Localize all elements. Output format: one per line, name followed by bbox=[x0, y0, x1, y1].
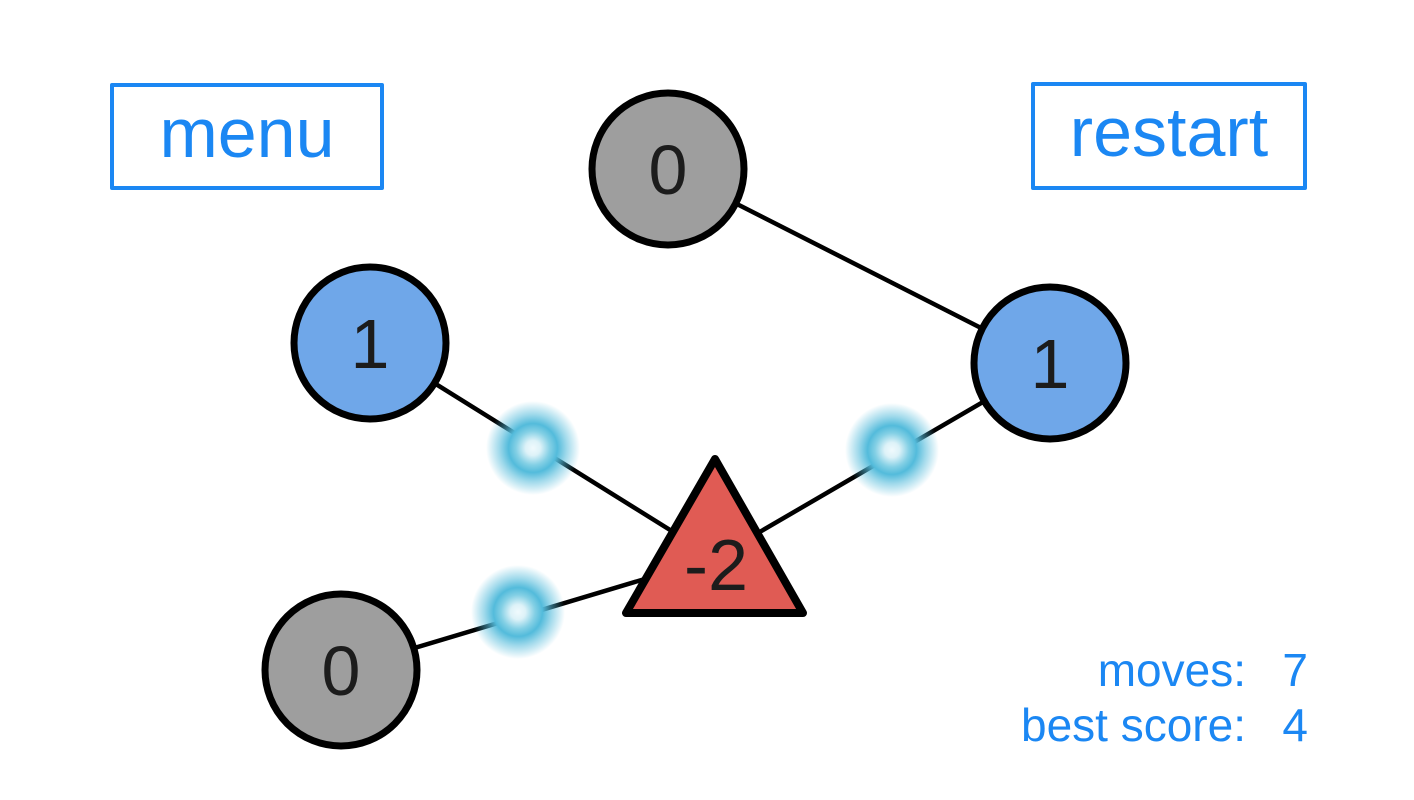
node-right[interactable]: 1 bbox=[970, 283, 1130, 443]
node-left-value: 1 bbox=[351, 305, 390, 383]
node-bottom-left-shape[interactable] bbox=[261, 590, 421, 750]
best-score-label: best score: bbox=[1021, 699, 1246, 751]
edge-glow-dot-right[interactable] bbox=[845, 403, 939, 497]
moves-value: 7 bbox=[1282, 644, 1308, 696]
node-top-value: 0 bbox=[649, 131, 688, 209]
node-left-shape[interactable] bbox=[290, 263, 450, 423]
node-bottom-left[interactable]: 0 bbox=[261, 590, 421, 750]
glow-layer bbox=[471, 401, 939, 659]
node-center-value: -2 bbox=[684, 526, 748, 606]
node-top-shape[interactable] bbox=[588, 89, 748, 249]
node-top[interactable]: 0 bbox=[588, 89, 748, 249]
node-right-value: 1 bbox=[1031, 325, 1070, 403]
node-right-shape[interactable] bbox=[970, 283, 1130, 443]
edge-glow-dot-left[interactable] bbox=[486, 401, 580, 495]
menu-button[interactable]: menu bbox=[110, 83, 384, 190]
edge-glow-dot-bottom[interactable] bbox=[471, 565, 565, 659]
score-panel: moves: 7 best score: 4 bbox=[1021, 643, 1308, 753]
node-left[interactable]: 1 bbox=[290, 263, 450, 423]
node-center-triangle[interactable]: -2 bbox=[622, 455, 807, 617]
moves-label: moves: bbox=[1097, 644, 1246, 696]
restart-button[interactable]: restart bbox=[1031, 82, 1307, 190]
node-bottom-left-value: 0 bbox=[322, 632, 361, 710]
best-score-value: 4 bbox=[1282, 699, 1308, 751]
node-center-shape[interactable] bbox=[622, 455, 807, 617]
